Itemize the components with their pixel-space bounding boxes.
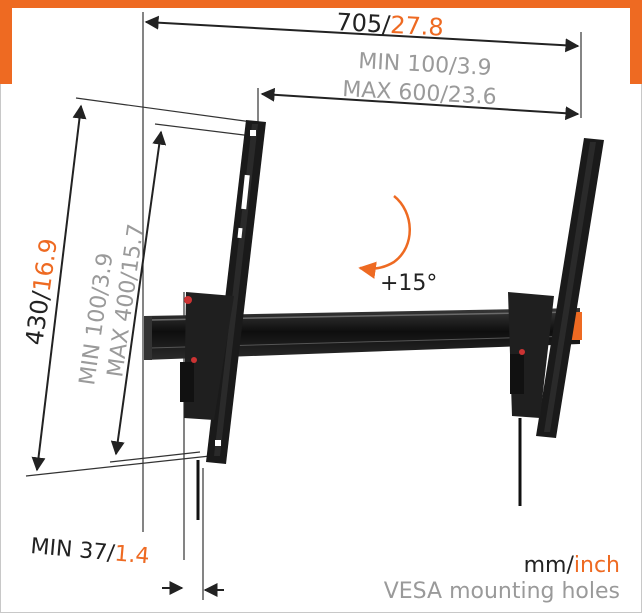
depth-label: MIN 37/1.4 [29,534,150,569]
units-inch: inch [573,553,620,578]
vesa-v-arrow [110,130,167,456]
tilt-arrow-icon [358,195,411,279]
height-label: 430/16.9 [20,237,63,347]
right-wall-bracket [508,138,604,506]
units-legend: mm/inch VESA mounting holes [384,553,620,605]
dimension-arrows [31,15,580,597]
vesa-caption: VESA mounting holes [383,579,620,604]
horizontal-rail [144,308,582,360]
units-mm: mm/ [523,553,574,578]
height-arrow [31,104,87,472]
width-arrow [144,15,580,53]
vesa-h-min-label: MIN 100/3.9 [358,49,492,81]
vesa-h-max-label: MAX 600/23.6 [342,77,498,110]
vesa-h-arrow [260,87,580,121]
width-label: 705/27.8 [336,8,445,42]
left-wall-bracket [180,120,266,520]
units-line: mm/inch [384,553,620,579]
tilt-label: +15° [380,271,437,296]
